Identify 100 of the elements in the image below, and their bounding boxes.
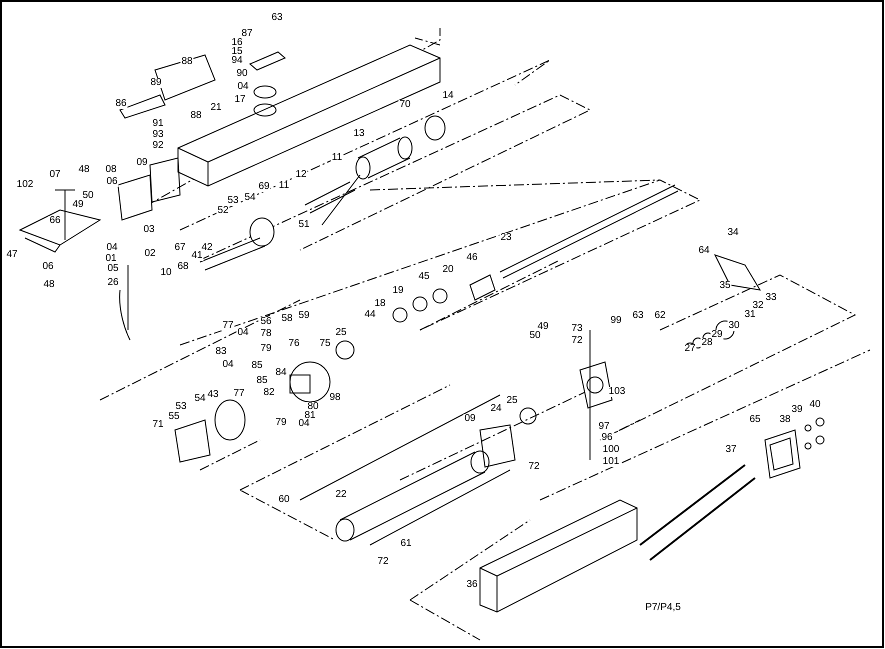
callout-number: 34	[726, 228, 740, 238]
callout-number: 67	[173, 243, 187, 253]
callout-number: 92	[151, 141, 165, 151]
callout-number: 98	[328, 393, 342, 403]
callout-number: 84	[274, 368, 288, 378]
callout-number: 31	[743, 310, 757, 320]
callout-number: 04	[297, 419, 311, 429]
callout-number: 19	[391, 286, 405, 296]
callout-number: 62	[653, 311, 667, 321]
callout-number: 53	[174, 402, 188, 412]
callout-number: 61	[399, 539, 413, 549]
callout-number: 02	[143, 249, 157, 259]
callout-number: 94	[230, 56, 244, 66]
callout-number: 35	[718, 281, 732, 291]
callout-number: 55	[167, 412, 181, 422]
callout-number: 89	[149, 78, 163, 88]
callout-number: 77	[221, 321, 235, 331]
callout-number: 25	[334, 328, 348, 338]
callout-number: 79	[259, 344, 273, 354]
callout-number: 44	[363, 310, 377, 320]
callout-number: 93	[151, 130, 165, 140]
callout-number: 66	[48, 216, 62, 226]
callout-number: 06	[41, 262, 55, 272]
callout-number: 48	[42, 280, 56, 290]
callout-number: 11	[330, 153, 344, 163]
callout-number: 46	[465, 253, 479, 263]
callout-number: 21	[209, 103, 223, 113]
callout-number: 54	[243, 193, 257, 203]
callout-number: 63	[631, 311, 645, 321]
callout-number: 82	[262, 388, 276, 398]
callout-number: 90	[235, 69, 249, 79]
callout-number: 18	[373, 299, 387, 309]
callout-number: 54	[193, 394, 207, 404]
callout-number: 09	[463, 414, 477, 424]
callout-number: 88	[189, 111, 203, 121]
callout-number: 14	[441, 91, 455, 101]
callout-number: 03	[142, 225, 156, 235]
callout-number: 73	[570, 324, 584, 334]
callout-number: 22	[334, 490, 348, 500]
callout-number: 24	[489, 404, 503, 414]
callout-number: 103	[608, 387, 626, 397]
callout-number: 28	[700, 338, 714, 348]
callout-number: 80	[306, 402, 320, 412]
callout-number: 58	[280, 314, 294, 324]
callout-number: 16	[230, 38, 244, 48]
callout-number: 27	[683, 344, 697, 354]
callout-number: 72	[527, 462, 541, 472]
callout-number: 01	[104, 254, 118, 264]
callout-number: 65	[748, 415, 762, 425]
callout-number: 39	[790, 405, 804, 415]
callout-number: 71	[151, 420, 165, 430]
callout-number: 86	[114, 99, 128, 109]
callout-number: 11	[278, 181, 290, 191]
sheet-reference: P7/P4,5	[644, 603, 682, 613]
callout-number: 87	[240, 29, 254, 39]
callout-number: 04	[236, 328, 250, 338]
callout-number: 36	[465, 580, 479, 590]
callout-number: 32	[751, 301, 765, 311]
callout-number: 47	[5, 250, 19, 260]
callout-number: 49	[536, 322, 550, 332]
callout-number: 88	[180, 57, 194, 67]
callout-number: 96	[600, 433, 614, 443]
callout-number: 20	[441, 265, 455, 275]
callout-number: 08	[104, 165, 118, 175]
callout-number: 10	[159, 268, 173, 278]
callout-number: 56	[259, 317, 273, 327]
callout-number: 49	[71, 200, 85, 210]
callout-number: 76	[287, 339, 301, 349]
callout-number: 68	[176, 262, 190, 272]
callout-number: 100	[602, 445, 620, 455]
callout-number: 85	[250, 361, 264, 371]
callout-number: 42	[200, 243, 214, 253]
callout-number: 41	[190, 251, 204, 261]
callout-number: 99	[609, 316, 623, 326]
callout-number: 23	[499, 233, 513, 243]
callout-number: 63	[270, 13, 284, 23]
callout-number: 72	[570, 336, 584, 346]
callout-number: 60	[277, 495, 291, 505]
callout-number: 50	[528, 331, 542, 341]
callout-number: 64	[697, 246, 711, 256]
callout-number: 53	[226, 196, 240, 206]
callout-number: 52	[216, 206, 230, 216]
callout-number: 102	[16, 180, 34, 190]
callout-number: 51	[297, 220, 311, 230]
callout-number: 15	[230, 47, 244, 57]
callout-number: 101	[602, 457, 620, 467]
callout-number: 43	[206, 390, 220, 400]
callout-number: 25	[505, 396, 519, 406]
callout-number: 45	[417, 272, 431, 282]
callout-number: 04	[236, 82, 250, 92]
callout-number: 09	[135, 158, 149, 168]
callout-number: 79	[274, 418, 288, 428]
callout-number: 33	[764, 293, 778, 303]
callout-number: 69	[257, 182, 271, 192]
callout-number: 05	[106, 264, 120, 274]
callout-number: 29	[710, 330, 724, 340]
callout-number: 40	[808, 400, 822, 410]
callout-number: 70	[398, 100, 412, 110]
callout-number: 85	[255, 376, 269, 386]
callout-number: 38	[778, 415, 792, 425]
